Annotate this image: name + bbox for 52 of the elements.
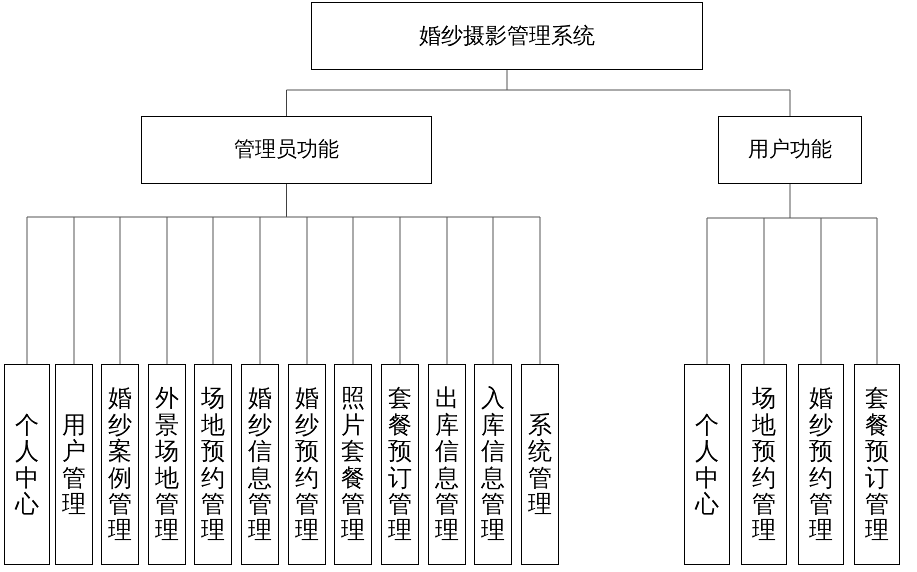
module-box <box>718 116 862 184</box>
node-label: 入库信息管理 <box>481 385 505 544</box>
node-label: 用户功能 <box>748 136 832 164</box>
function-box <box>684 364 730 565</box>
connector-line <box>166 216 168 364</box>
function-box <box>741 364 787 565</box>
function-box <box>428 364 466 565</box>
connector-line <box>876 218 878 364</box>
function-box <box>854 364 900 565</box>
node-label: 婚纱预约管理 <box>295 385 319 544</box>
function-box <box>381 364 419 565</box>
module-box <box>141 116 432 184</box>
node-label: 用户管理 <box>62 412 86 518</box>
connector-line <box>706 184 878 218</box>
node-label: 婚纱摄影管理系统 <box>419 22 595 50</box>
function-box <box>55 364 93 565</box>
function-box <box>288 364 326 565</box>
function-box <box>474 364 512 565</box>
connector-line <box>352 216 354 364</box>
node-label: 系统管理 <box>528 412 552 518</box>
node-label: 管理员功能 <box>234 136 339 164</box>
node-label: 婚纱预约管理 <box>809 385 833 544</box>
node-label: 婚纱信息管理 <box>248 385 272 544</box>
connector-line <box>26 216 28 364</box>
function-box <box>334 364 372 565</box>
connector-line <box>306 216 308 364</box>
connector-line <box>820 218 822 364</box>
connector-line <box>212 216 214 364</box>
node-label: 婚纱案例管理 <box>108 385 132 544</box>
node-label: 出库信息管理 <box>435 385 459 544</box>
node-label: 外景场地管理 <box>155 385 179 544</box>
connector-line <box>492 216 494 364</box>
node-label: 个人中心 <box>15 412 39 518</box>
node-label: 套餐预订管理 <box>388 385 412 544</box>
function-box <box>241 364 279 565</box>
system-box <box>311 2 703 70</box>
node-label: 套餐预订管理 <box>865 385 889 544</box>
connector-line <box>286 70 790 90</box>
node-label: 场地预约管理 <box>752 385 776 544</box>
connector-line <box>446 216 448 364</box>
node-label: 场地预约管理 <box>201 385 225 544</box>
connector-line <box>706 218 708 364</box>
function-box <box>194 364 232 565</box>
function-box <box>4 364 50 565</box>
function-box <box>798 364 844 565</box>
function-box <box>101 364 139 565</box>
connector-line <box>26 184 540 218</box>
function-box <box>521 364 559 565</box>
function-box <box>148 364 186 565</box>
node-label: 个人中心 <box>695 412 719 518</box>
connector-line <box>286 90 287 116</box>
node-label: 照片套餐管理 <box>341 385 365 544</box>
